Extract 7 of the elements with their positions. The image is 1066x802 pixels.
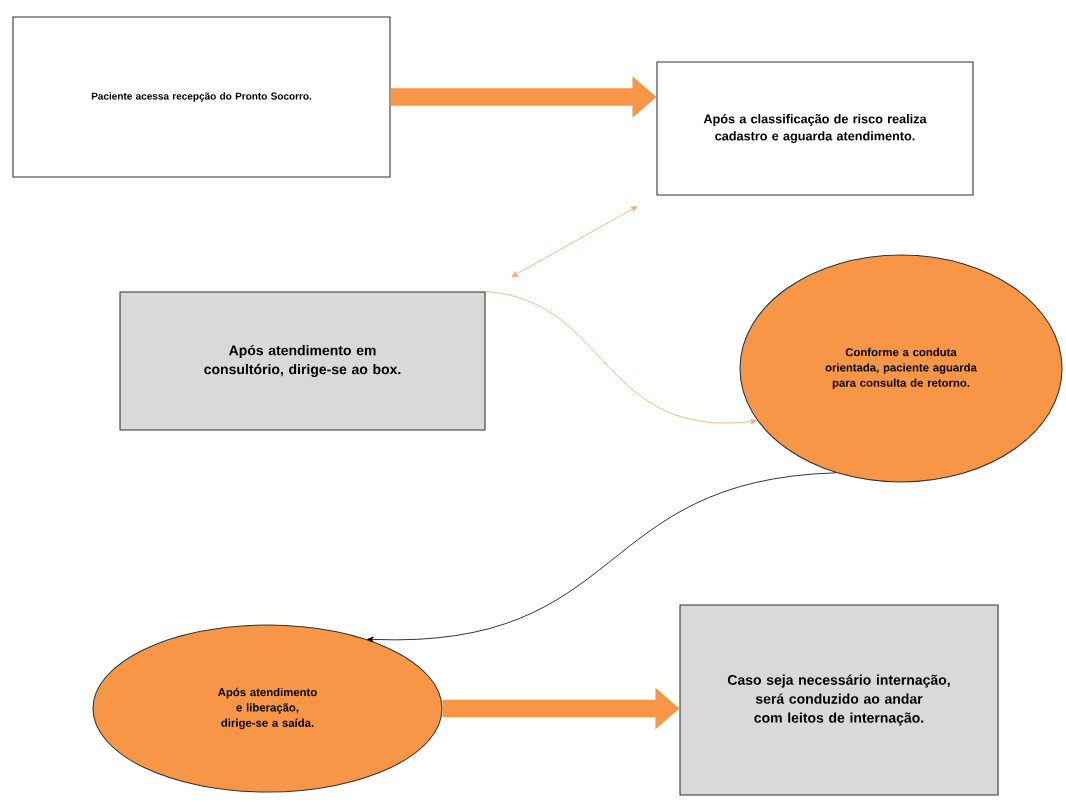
process-box: Caso seja necessário internação, será conduzido ao andar com leitos de internação. bbox=[679, 604, 999, 796]
process-box: Após atendimento em consultório, dirige-se ao box. bbox=[119, 291, 486, 431]
process-box: Após a classificação de risco realiza cadastro e aguarda atendimento. bbox=[656, 61, 974, 196]
arrow bbox=[485, 291, 757, 425]
process-box: Paciente acessa recepção do Pronto Socorro. bbox=[12, 16, 391, 178]
arrow bbox=[511, 206, 638, 277]
arrow bbox=[367, 472, 837, 643]
